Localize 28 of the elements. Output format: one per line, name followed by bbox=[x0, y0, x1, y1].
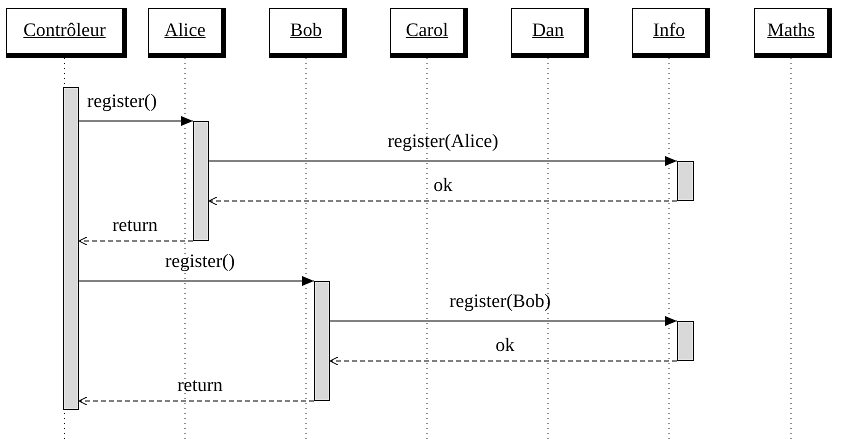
lifeline-header: Bob bbox=[269, 8, 347, 58]
message-arrow bbox=[78, 276, 314, 286]
activation-bar bbox=[193, 121, 209, 241]
edge-label: register(Alice) bbox=[388, 132, 498, 152]
lifeline-header: Alice bbox=[148, 8, 226, 58]
edge-label: register() bbox=[165, 252, 235, 272]
message-arrow bbox=[78, 116, 194, 126]
activation-bar bbox=[677, 161, 694, 201]
return-arrow bbox=[78, 236, 194, 246]
return-arrow bbox=[208, 196, 678, 206]
activation-bar bbox=[63, 87, 79, 410]
return-arrow bbox=[78, 396, 314, 406]
lifeline-header: Carol bbox=[390, 8, 468, 58]
activation-bar bbox=[677, 321, 694, 361]
edge-label: return bbox=[177, 376, 223, 396]
activation-bar bbox=[314, 281, 330, 401]
edge-label: return bbox=[112, 216, 158, 236]
edge-label: register(Bob) bbox=[449, 292, 551, 312]
edge-label: register() bbox=[87, 92, 157, 112]
message-arrow bbox=[208, 156, 678, 166]
message-arrow bbox=[330, 316, 678, 326]
lifeline-header: Contrôleur bbox=[6, 8, 127, 58]
lifeline-header: Info bbox=[632, 8, 710, 58]
edge-label: ok bbox=[434, 176, 452, 196]
lifeline-header: Dan bbox=[511, 8, 589, 58]
return-arrow bbox=[330, 356, 678, 366]
lifeline-header: Maths bbox=[754, 8, 832, 58]
edge-label: ok bbox=[496, 336, 514, 356]
